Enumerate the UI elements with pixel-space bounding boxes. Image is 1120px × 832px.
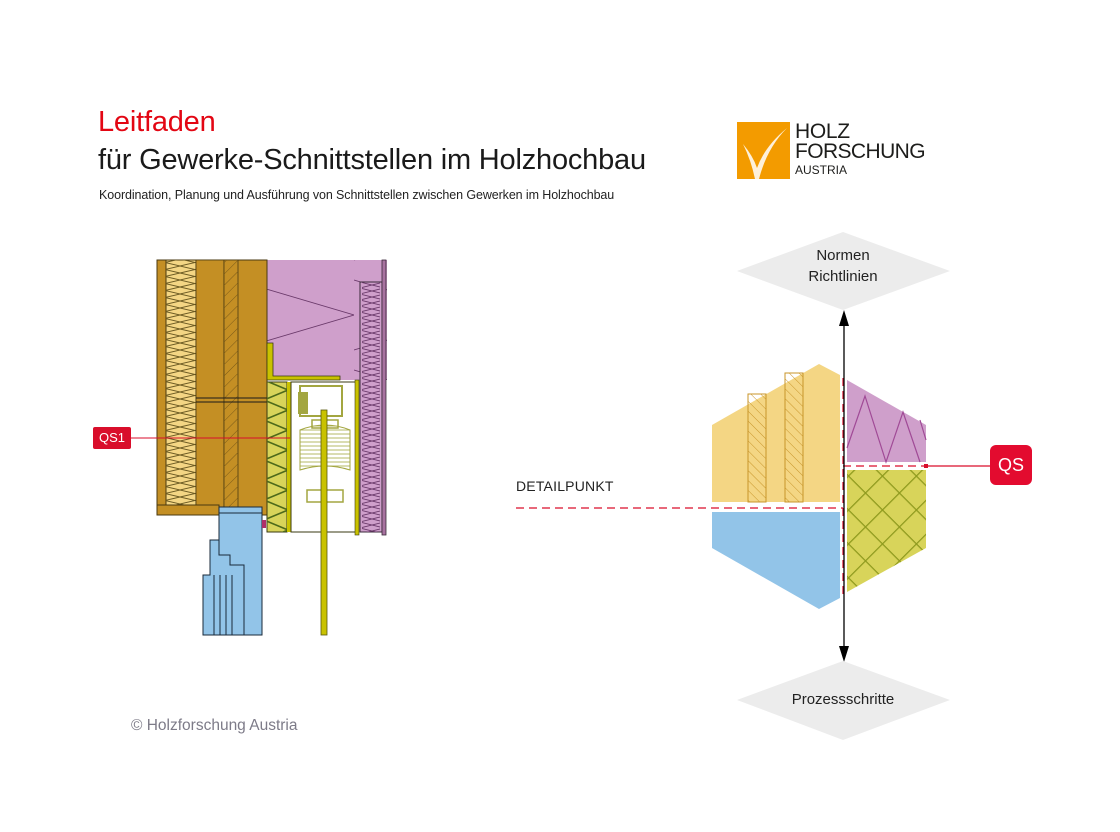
qs-marker: QS [990,445,1032,485]
quadrant-window [712,512,840,609]
logo-text-line2: FORSCHUNG [795,140,926,163]
detailpunkt-label: DETAILPUNKT [516,478,614,494]
top-node-line1: Normen [816,247,870,264]
quadrant-wood [712,364,840,502]
top-node-line2: Richtlinien [808,268,878,285]
quadrant-insulation [847,380,926,462]
arrow-up-icon [839,310,849,326]
top-node-label: Normen Richtlinien [783,245,903,287]
bottom-diamond [737,661,950,740]
holzforschung-logo: HOLZ FORSCHUNG AUSTRIA [737,120,937,182]
arrow-down-icon [839,646,849,662]
copyright-text: © Holzforschung Austria [131,717,298,734]
bottom-node-label: Prozessschritte [791,691,895,708]
qs1-marker: QS1 [93,427,131,449]
logo-mark-icon [737,122,790,179]
page-subtitle: Koordination, Planung und Ausführung von… [99,188,615,202]
page-title: für Gewerke-Schnittstellen im Holzhochba… [98,144,646,176]
logo-text-line1: HOLZ [795,120,850,143]
title-highlight: Leitfaden [98,106,216,138]
top-diamond [737,232,950,310]
logo-text-line3: AUSTRIA [795,163,848,177]
